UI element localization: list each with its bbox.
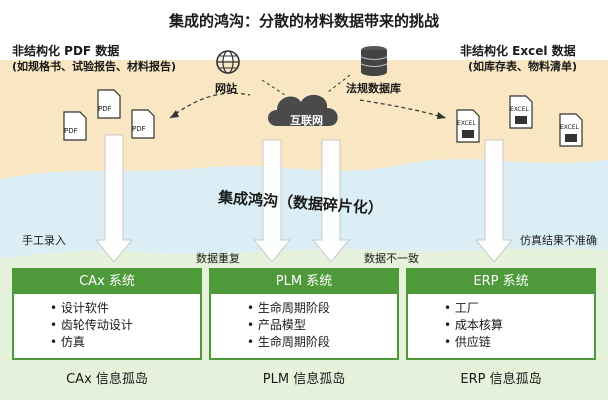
dashed-link-globe: [261, 79, 286, 96]
cloud-icon: [268, 94, 338, 126]
pdf-label: PDF: [132, 125, 146, 133]
pdf-doc-icons: [63, 89, 155, 141]
erp-island-label: ERP 信息孤岛: [460, 372, 542, 387]
excel-label: EXCEL: [510, 106, 529, 113]
list-item: 工厂: [444, 300, 594, 317]
list-item: 生命周期阶段: [247, 300, 397, 317]
excel-grid-marks: [462, 116, 577, 142]
list-item: 产品模型: [247, 317, 397, 334]
arrow-plm-1: [252, 139, 292, 263]
list-item: 齿轮传动设计: [50, 317, 200, 334]
dashed-arrowhead-right: [437, 112, 446, 119]
globe-label: 网站: [215, 82, 237, 95]
pdf-label: PDF: [64, 127, 78, 135]
database-icon: [360, 46, 388, 76]
cax-panel: CAx 系统 设计软件 齿轮传动设计 仿真: [12, 268, 202, 360]
list-item: 仿真: [50, 334, 200, 351]
dashed-arrowhead-left: [170, 110, 179, 118]
globe-icon: [216, 50, 240, 74]
manual-entry-label: 手工录入: [22, 234, 66, 247]
list-item: 生命周期阶段: [247, 334, 397, 351]
database-label: 法规数据库: [346, 82, 401, 95]
arrow-plm-2: [311, 139, 351, 263]
inaccurate-sim-label: 仿真结果不准确: [520, 234, 597, 247]
list-item: 供应链: [444, 334, 594, 351]
arrow-erp: [474, 139, 514, 263]
cloud-label: 互联网: [290, 114, 323, 127]
dashed-link-db: [327, 74, 351, 93]
cax-island-label: CAx 信息孤岛: [66, 372, 148, 387]
dashed-arrow-left: [169, 92, 251, 119]
excel-label: EXCEL: [560, 124, 579, 131]
right-source-sub: (如库存表、物料清单): [468, 60, 578, 73]
plm-panel-header: PLM 系统: [211, 270, 397, 294]
erp-panel-header: ERP 系统: [408, 270, 594, 294]
erp-panel: ERP 系统 工厂 成本核算 供应链: [406, 268, 596, 360]
left-source-sub: (如规格书、试验报告、材料报告): [12, 60, 177, 73]
right-source-heading: 非结构化 Excel 数据: [460, 44, 576, 58]
duplicate-data-label: 数据重复: [196, 252, 240, 265]
list-item: 成本核算: [444, 317, 594, 334]
list-item: 设计软件: [50, 300, 200, 317]
page-title: 集成的鸿沟：分散的材料数据带来的挑战: [168, 12, 439, 30]
water-band: [0, 159, 608, 258]
dashed-arrow-right: [359, 99, 446, 119]
left-source-heading: 非结构化 PDF 数据: [12, 44, 120, 58]
excel-label: EXCEL: [457, 120, 476, 127]
arrow-cax: [94, 134, 134, 263]
cax-panel-header: CAx 系统: [14, 270, 200, 294]
pdf-label: PDF: [98, 105, 112, 113]
inconsistent-data-label: 数据不一致: [364, 252, 419, 265]
plm-panel: PLM 系统 生命周期阶段 产品模型 生命周期阶段: [209, 268, 399, 360]
plm-island-label: PLM 信息孤岛: [262, 372, 346, 387]
